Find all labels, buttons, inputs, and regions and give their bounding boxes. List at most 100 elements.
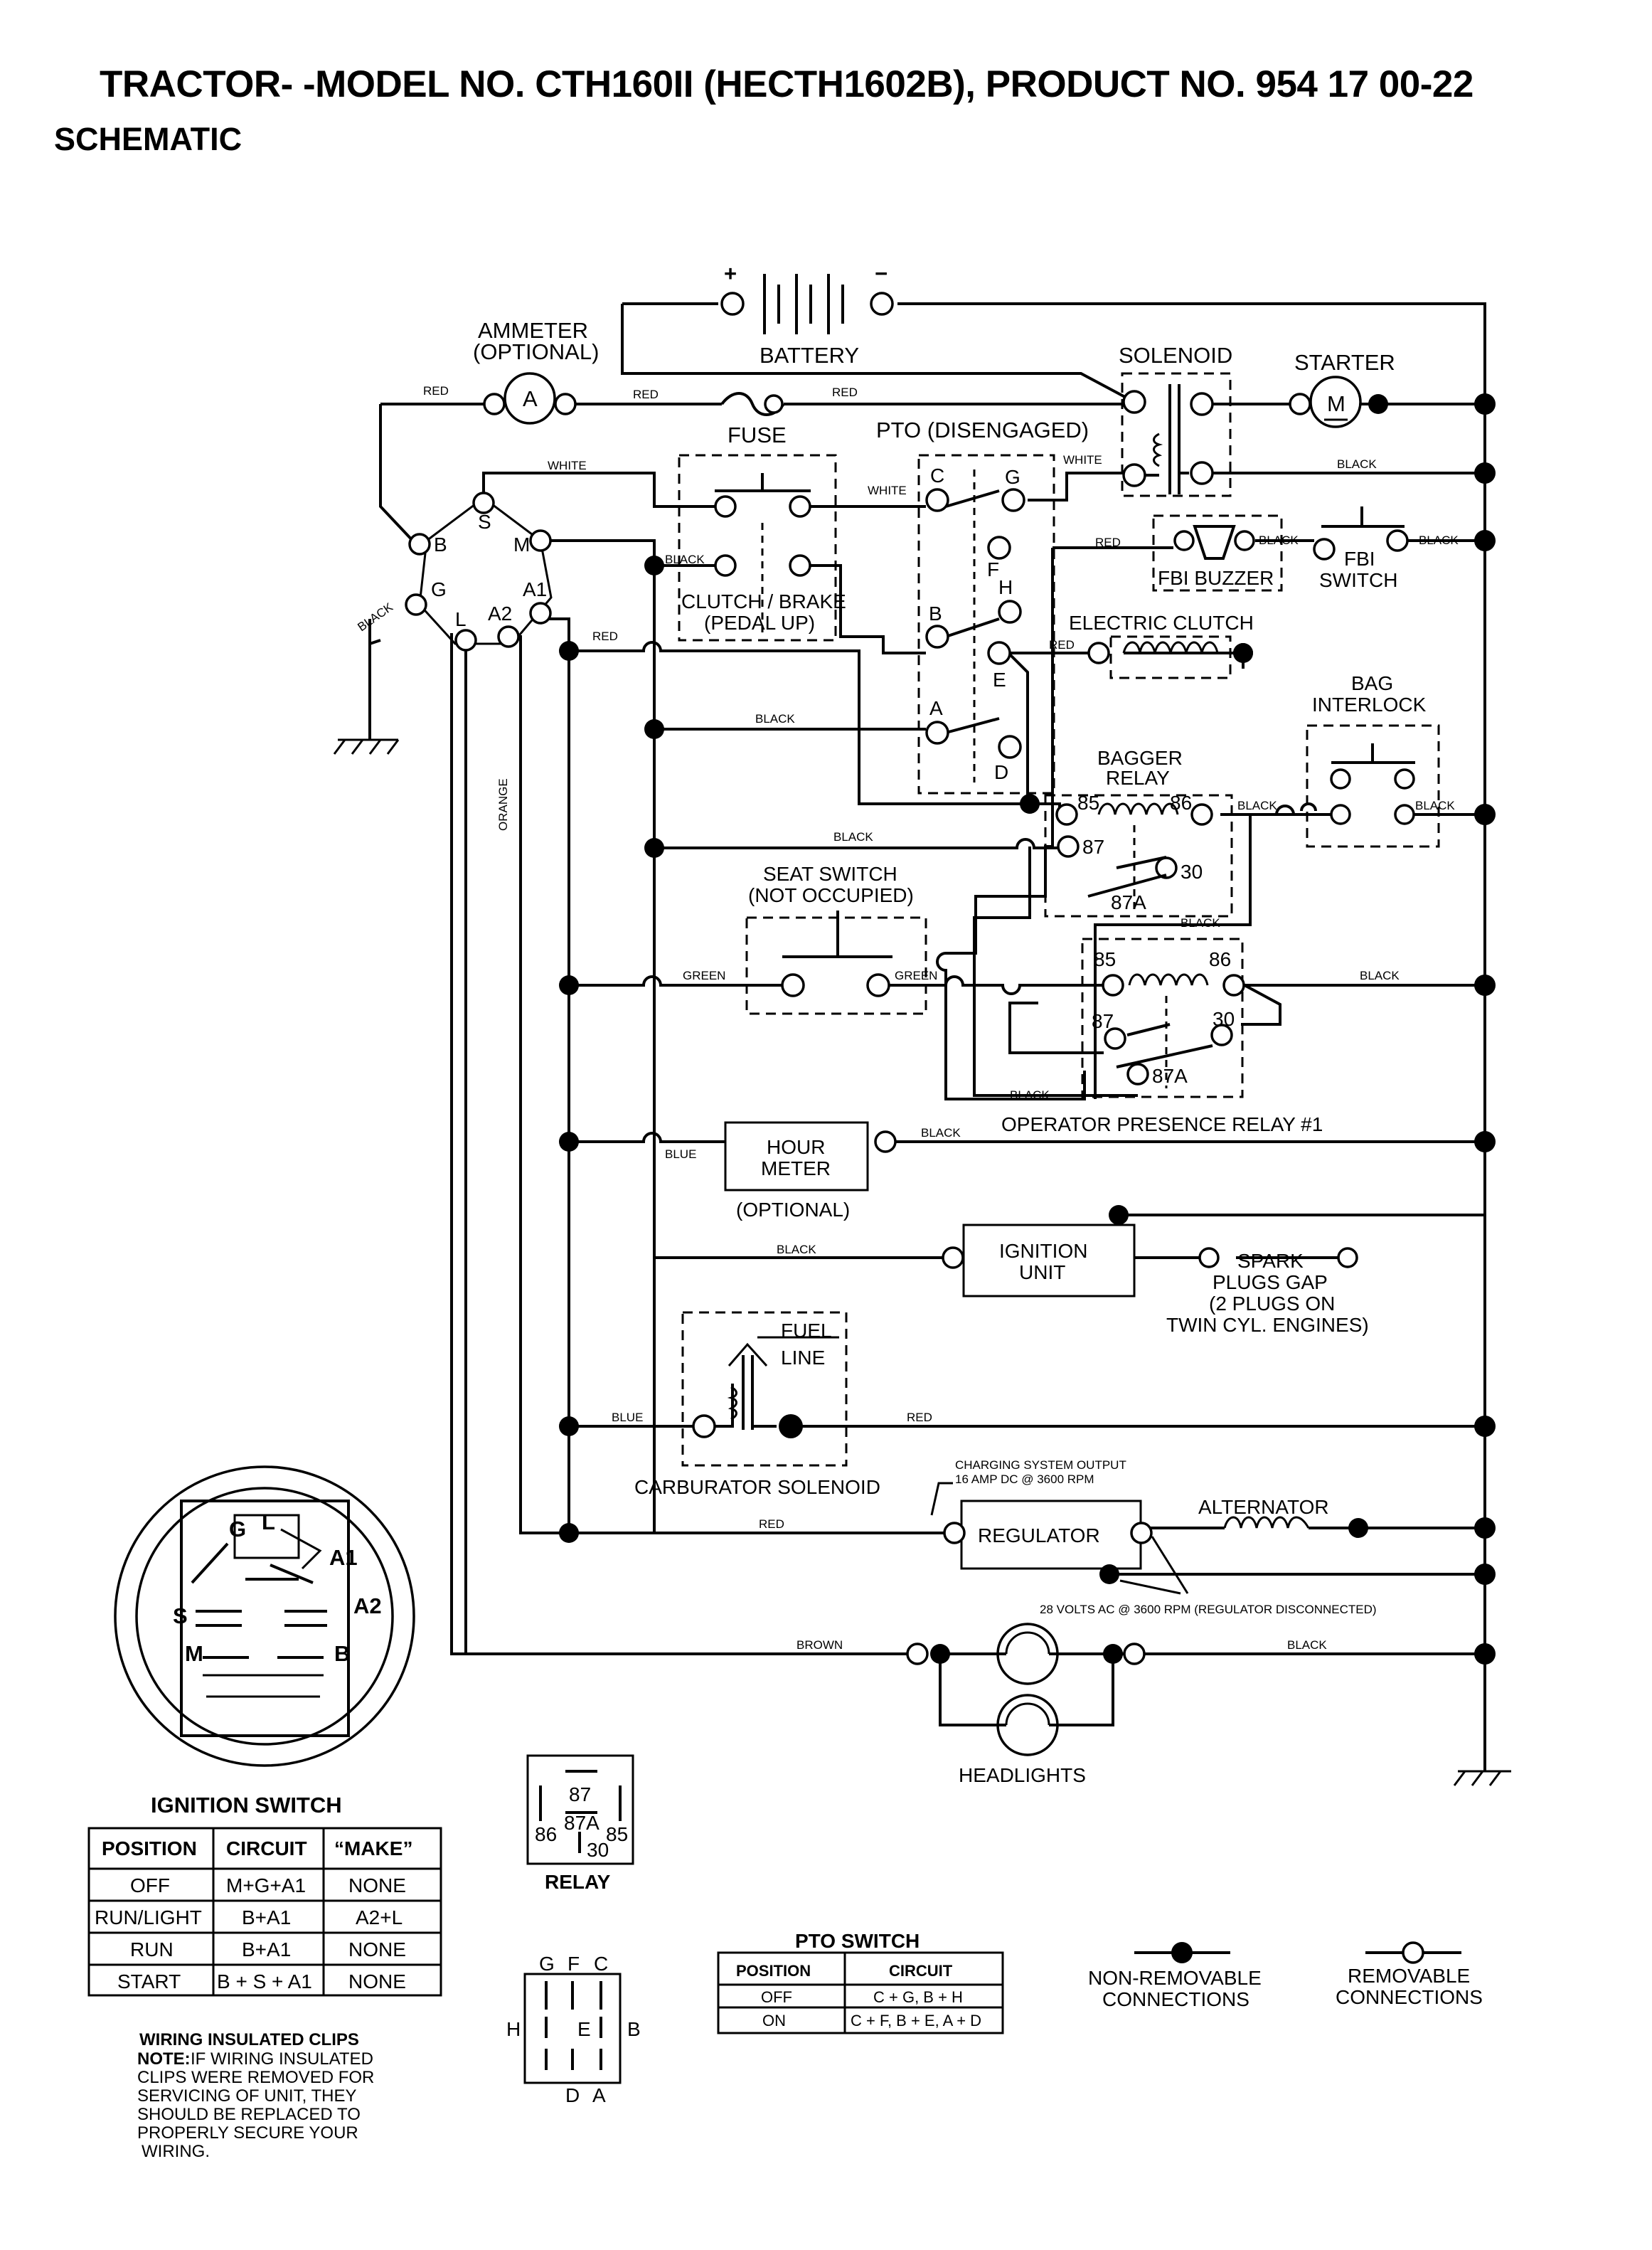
pto-legend-g: G	[539, 1953, 555, 1975]
page-subtitle: SCHEMATIC	[54, 121, 243, 157]
pto-switch: C G F H B E A D PTO (DISENGAGED)	[876, 418, 1089, 795]
removable-sub-label: CONNECTIONS	[1336, 1986, 1483, 2008]
face-a2-label: A2	[353, 1593, 382, 1618]
ignition-unit: IGNITION UNIT	[942, 1205, 1136, 1298]
battery: + − BATTERY	[720, 261, 894, 368]
ammeter-optional-label: (OPTIONAL)	[473, 339, 599, 364]
pto-r2-circuit: C + F, B + E, A + D	[851, 2012, 981, 2029]
ign-th-position: POSITION	[102, 1837, 197, 1859]
ign-r3-position: RUN	[130, 1938, 174, 1960]
pto-legend-a: A	[592, 2084, 606, 2106]
relay-87a-label: 87A	[564, 1812, 599, 1834]
bagger-relay: 85 86 87 30 87A BAGGER RELAY	[1044, 747, 1233, 918]
wl-black-5: BLACK	[355, 600, 395, 634]
spark-plugs: SPARK PLUGS GAP (2 PLUGS ON TWIN CYL. EN…	[1166, 1247, 1369, 1336]
operator-relay-label: OPERATOR PRESENCE RELAY #1	[1001, 1113, 1323, 1135]
fuse-label: FUSE	[728, 423, 787, 447]
pto-f-label: F	[987, 558, 999, 580]
ignition-switch-title: IGNITION SWITCH	[151, 1793, 342, 1817]
wl-black-9: BLACK	[1415, 799, 1455, 812]
pto-legend-f: F	[567, 1953, 580, 1975]
alternator-label: ALTERNATOR	[1198, 1496, 1329, 1518]
solenoid-label: SOLENOID	[1119, 343, 1232, 368]
fuse: FUSE	[720, 392, 787, 447]
wl-black-2: BLACK	[665, 553, 705, 566]
wl-black-8: BLACK	[1237, 799, 1277, 812]
spark-label: SPARK	[1237, 1250, 1304, 1272]
pto-th-position: POSITION	[736, 1962, 811, 1980]
wl-black-7: BLACK	[833, 830, 873, 844]
bagger-86-label: 86	[1170, 792, 1192, 814]
relay-legend: 87 87A 86 85 30 RELAY	[526, 1754, 634, 1893]
relay-86-label: 86	[535, 1823, 557, 1845]
hour-meter-label: HOUR	[767, 1136, 825, 1158]
wl-black-1: BLACK	[1337, 457, 1377, 471]
clips-line-3: SERVICING OF UNIT, THEY	[137, 2086, 357, 2106]
pto-h-label: H	[998, 576, 1013, 598]
fuel-line-sub-label: LINE	[781, 1347, 825, 1369]
relay-85-label: 85	[606, 1823, 628, 1845]
pto-r1-circuit: C + G, B + H	[873, 1988, 963, 2006]
relay-legend-title: RELAY	[545, 1871, 611, 1893]
wl-white-2: WHITE	[868, 484, 907, 497]
fbi-switch: FBI SWITCH	[1053, 506, 1485, 591]
clips-note: WIRING INSULATED CLIPS NOTE: IF WIRING I…	[137, 2030, 374, 2161]
opr-30-label: 30	[1213, 1008, 1235, 1030]
bagger-30-label: 30	[1181, 861, 1203, 883]
ign-r1-position: OFF	[130, 1874, 170, 1896]
electric-clutch: ELECTRIC CLUTCH	[1069, 612, 1254, 679]
charging-label: CHARGING SYSTEM OUTPUT	[955, 1458, 1126, 1472]
wl-red-8: RED	[759, 1517, 784, 1531]
ignition-unit-sub-label: UNIT	[1019, 1261, 1065, 1283]
clips-line-2: CLIPS WERE REMOVED FOR	[137, 2068, 374, 2087]
face-g-label: G	[229, 1517, 246, 1541]
seat-switch-sub-label: (NOT OCCUPIED)	[748, 884, 914, 906]
pto-legend-h: H	[506, 2018, 521, 2040]
wl-red-3: RED	[832, 386, 858, 399]
headlights: HEADLIGHTS	[906, 1623, 1146, 1786]
headlights-label: HEADLIGHTS	[959, 1764, 1086, 1786]
wl-red-4: RED	[1095, 536, 1121, 549]
ign-r4-make: NONE	[348, 1970, 406, 1992]
pto-r2-position: ON	[762, 2012, 786, 2029]
ignition-unit-label: IGNITION	[999, 1240, 1087, 1262]
ammeter-symbol: A	[523, 386, 538, 411]
ignition-switch-face: G L A1 S A2 M B	[114, 1465, 415, 1767]
ign-a1-label: A1	[523, 578, 547, 600]
wl-black-13: BLACK	[921, 1126, 961, 1140]
hour-meter-optional-label: (OPTIONAL)	[736, 1199, 850, 1221]
clutch-brake-sub-label: (PEDAL UP)	[704, 612, 815, 634]
wl-red-5: RED	[592, 630, 618, 643]
seat-switch: SEAT SWITCH (NOT OCCUPIED)	[745, 863, 927, 1015]
bagger-87-label: 87	[1082, 836, 1104, 858]
bagger-relay-label: BAGGER	[1097, 747, 1183, 769]
fbi-switch-label: FBI	[1344, 548, 1375, 570]
pto-pin-legend: G F C H E B D A	[506, 1953, 641, 2106]
pto-legend-b: B	[627, 2018, 641, 2040]
junction-dots	[559, 393, 1496, 1665]
solenoid: SOLENOID	[1119, 343, 1232, 497]
opr-86-label: 86	[1209, 948, 1231, 970]
relay-87-label: 87	[569, 1783, 591, 1805]
clutch-brake-switch: CLUTCH / BRAKE (PEDAL UP)	[678, 454, 846, 642]
bagger-relay-sub-label: RELAY	[1106, 767, 1170, 789]
seat-switch-label: SEAT SWITCH	[763, 863, 897, 885]
wl-white-3: WHITE	[1063, 453, 1102, 467]
relay-30-label: 30	[587, 1839, 609, 1861]
clips-line-5: PROPERLY SECURE YOUR	[137, 2123, 358, 2143]
clips-line-6: WIRING.	[142, 2142, 210, 2161]
wl-black-10: BLACK	[1181, 916, 1220, 930]
ign-a2-label: A2	[488, 603, 512, 625]
ign-r1-make: NONE	[348, 1874, 406, 1896]
ign-b-label: B	[434, 534, 447, 556]
connection-legend: NON-REMOVABLE CONNECTIONS REMOVABLE CONN…	[1088, 1941, 1483, 2010]
pto-d-label: D	[994, 761, 1008, 783]
spark-line2: PLUGS GAP	[1213, 1271, 1328, 1293]
fbi-buzzer-label: FBI BUZZER	[1158, 567, 1274, 589]
ign-r4-circuit: B + S + A1	[217, 1970, 312, 1992]
wl-blue-2: BLUE	[612, 1411, 643, 1424]
wl-black-15: BLACK	[1287, 1638, 1327, 1652]
hour-meter: HOUR METER (OPTIONAL)	[724, 1121, 897, 1221]
carb-solenoid-label: CARBURATOR SOLENOID	[634, 1476, 880, 1498]
regulator: REGULATOR CHARGING SYSTEM OUTPUT 16 AMP …	[930, 1458, 1377, 1616]
